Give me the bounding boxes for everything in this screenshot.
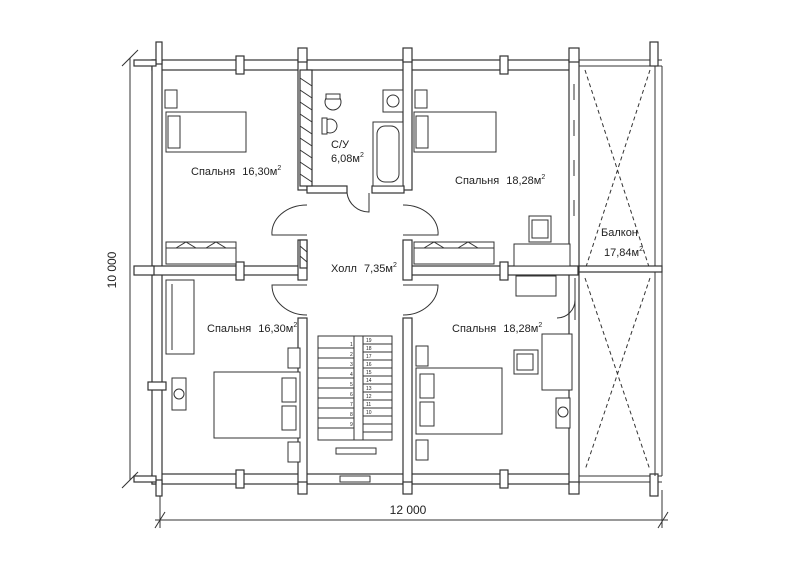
room-area: 6,08 — [331, 153, 352, 165]
room-label-bathroom: С/У 6,08м2 — [331, 139, 364, 165]
room-label-hall: Холл 7,35м2 — [331, 262, 397, 275]
room-unit: м — [352, 153, 360, 165]
bathroom-partition — [299, 69, 313, 269]
room-name: Спальня — [207, 323, 251, 335]
room-area: 16,30 — [242, 166, 270, 178]
room-name: Холл — [331, 263, 357, 275]
room-label-bedroom-sw: Спальня 16,30м2 — [207, 322, 297, 335]
step-label: 7 — [350, 402, 353, 408]
room-area: 18,28 — [503, 323, 531, 335]
step-label: 9 — [350, 422, 353, 428]
room-unit-exponent: 2 — [639, 246, 643, 253]
svg-text:17,84м2: 17,84м2 — [604, 246, 643, 259]
step-label: 6 — [350, 392, 353, 398]
svg-text:Спальня 16,30м2: Спальня 16,30м2 — [207, 322, 297, 335]
room-area: 7,35 — [364, 263, 385, 275]
width-dimension: 12 000 — [390, 503, 427, 517]
step-label: 3 — [350, 362, 353, 368]
step-label: 14 — [366, 378, 372, 384]
room-unit-exponent: 2 — [541, 174, 545, 181]
doors — [271, 192, 576, 320]
staircase — [317, 335, 393, 483]
room-name: С/У — [331, 139, 350, 151]
furniture-bedroom-sw — [165, 279, 301, 463]
step-label: 19 — [366, 338, 372, 344]
room-label-bedroom-ne: Спальня 18,28м2 — [455, 174, 545, 187]
step-label: 16 — [366, 362, 372, 368]
room-name: Спальня — [191, 166, 235, 178]
svg-text:Спальня 18,28м2: Спальня 18,28м2 — [452, 322, 542, 335]
step-label: 5 — [350, 382, 353, 388]
room-area: 16,30 — [258, 323, 286, 335]
room-unit-exponent: 2 — [538, 322, 542, 329]
height-dimension: 10 000 — [105, 251, 119, 288]
room-name: Спальня — [455, 175, 499, 187]
room-unit: м — [531, 323, 539, 335]
balcony-structure — [573, 41, 663, 497]
room-area: 18,28 — [506, 175, 534, 187]
room-label-bedroom-nw: Спальня 16,30м2 — [191, 165, 281, 178]
room-name: Балкон — [601, 227, 638, 239]
svg-text:Холл 7,35м2: Холл 7,35м2 — [331, 262, 397, 275]
dimension-lines — [121, 49, 669, 529]
step-label: 12 — [366, 394, 372, 400]
step-label: 15 — [366, 370, 372, 376]
stair-numbers: 1 2 3 4 5 6 7 8 9 19 18 17 16 15 14 13 1… — [350, 338, 372, 428]
step-label: 8 — [350, 412, 353, 418]
step-label: 1 — [350, 342, 353, 348]
svg-text:Спальня 16,30м2: Спальня 16,30м2 — [191, 165, 281, 178]
furniture-bedroom-nw — [164, 89, 247, 265]
step-label: 10 — [366, 410, 372, 416]
room-unit-exponent: 2 — [293, 322, 297, 329]
furniture-bathroom — [321, 89, 404, 187]
svg-text:Спальня 18,28м2: Спальня 18,28м2 — [455, 174, 545, 187]
step-label: 2 — [350, 352, 353, 358]
room-area: 17,84 — [604, 247, 632, 259]
room-unit: м — [534, 175, 542, 187]
step-label: 13 — [366, 386, 372, 392]
room-unit-exponent: 2 — [393, 262, 397, 269]
room-unit-exponent: 2 — [277, 165, 281, 172]
furniture-bedroom-ne — [413, 89, 571, 297]
furniture-bedroom-se — [415, 333, 573, 461]
room-label-bedroom-se: Спальня 18,28м2 — [452, 322, 542, 335]
room-unit-exponent: 2 — [360, 152, 364, 159]
room-unit: м — [632, 247, 640, 259]
step-label: 4 — [350, 372, 353, 378]
step-label: 18 — [366, 346, 372, 352]
svg-text:6,08м2: 6,08м2 — [331, 152, 364, 165]
room-name: Спальня — [452, 323, 496, 335]
step-label: 17 — [366, 354, 372, 360]
room-label-balcony: Балкон 17,84м2 — [601, 227, 643, 259]
room-unit: м — [286, 323, 294, 335]
step-label: 11 — [366, 402, 371, 408]
room-unit: м — [270, 166, 278, 178]
room-unit: м — [385, 263, 393, 275]
